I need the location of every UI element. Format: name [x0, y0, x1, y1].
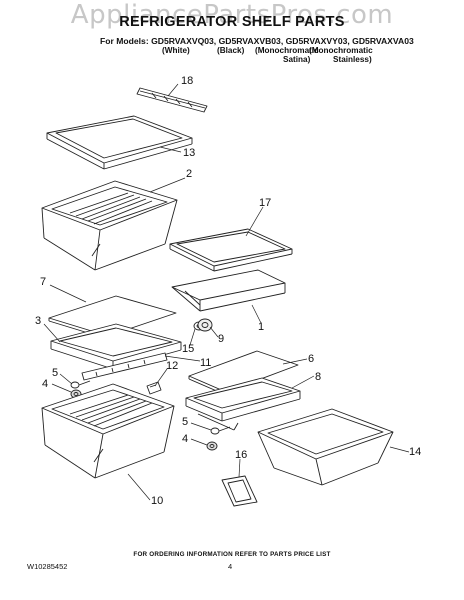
callout-8: 8 [315, 371, 321, 383]
callout-4-left: 4 [42, 378, 48, 390]
part-5-screw-right [210, 426, 231, 435]
callout-18: 18 [181, 75, 193, 87]
part-16-trim [221, 475, 258, 507]
part-17-glass-shelf [169, 228, 293, 272]
variant-black: (Black) [217, 46, 245, 55]
part-1-framed-shelf [171, 269, 286, 312]
variant-monochromatic-1: (Monochromatic [255, 46, 319, 55]
callout-3: 3 [35, 315, 41, 327]
part-3-frame [50, 323, 182, 370]
part-12-clip [146, 381, 162, 395]
part-10-lower-crisper [41, 383, 175, 479]
callout-14: 14 [409, 446, 421, 458]
part-5-screw-left [70, 380, 91, 389]
page-title: REFRIGERATOR SHELF PARTS [119, 14, 345, 30]
callout-12: 12 [166, 360, 178, 372]
variant-white: (White) [162, 46, 190, 55]
part-8-frame [185, 377, 301, 431]
callout-5-left: 5 [52, 367, 58, 379]
callout-16: 16 [235, 449, 247, 461]
part-18-rail [136, 87, 208, 113]
variant-monochromatic-2: (Monochromatic [309, 46, 373, 55]
callout-4-right: 4 [182, 433, 188, 445]
watermark: AppliancePartsPros.com [70, 0, 394, 30]
callout-17: 17 [259, 197, 271, 209]
ordering-note: FOR ORDERING INFORMATION REFER TO PARTS … [133, 551, 331, 558]
part-14-deli-drawer [257, 408, 394, 486]
callout-10: 10 [151, 495, 163, 507]
callout-2: 2 [186, 168, 192, 180]
callout-9: 9 [218, 333, 224, 345]
callout-5-right: 5 [182, 416, 188, 428]
leader-lines [43, 83, 410, 501]
part-4-cap-right [206, 441, 218, 451]
models-line: For Models: GD5RVAXVQ03, GD5RVAXVB03, GD… [100, 36, 414, 46]
part-13-cover-shelf [46, 115, 193, 170]
callout-11: 11 [200, 357, 211, 369]
callout-1: 1 [258, 321, 264, 333]
callout-6: 6 [308, 353, 314, 365]
part-7-glass-cover [48, 295, 177, 340]
variant-satina: Satina) [283, 55, 311, 64]
page-number: 4 [228, 562, 233, 571]
part-9-bearing [197, 318, 213, 332]
part-2-upper-crisper [41, 180, 178, 271]
document-number: W10285452 [27, 562, 68, 571]
callout-15: 15 [182, 343, 194, 355]
part-11-slide-rail [81, 352, 168, 381]
variant-stainless: Stainless) [333, 55, 372, 64]
callout-7: 7 [40, 276, 46, 288]
callout-13: 13 [183, 147, 195, 159]
